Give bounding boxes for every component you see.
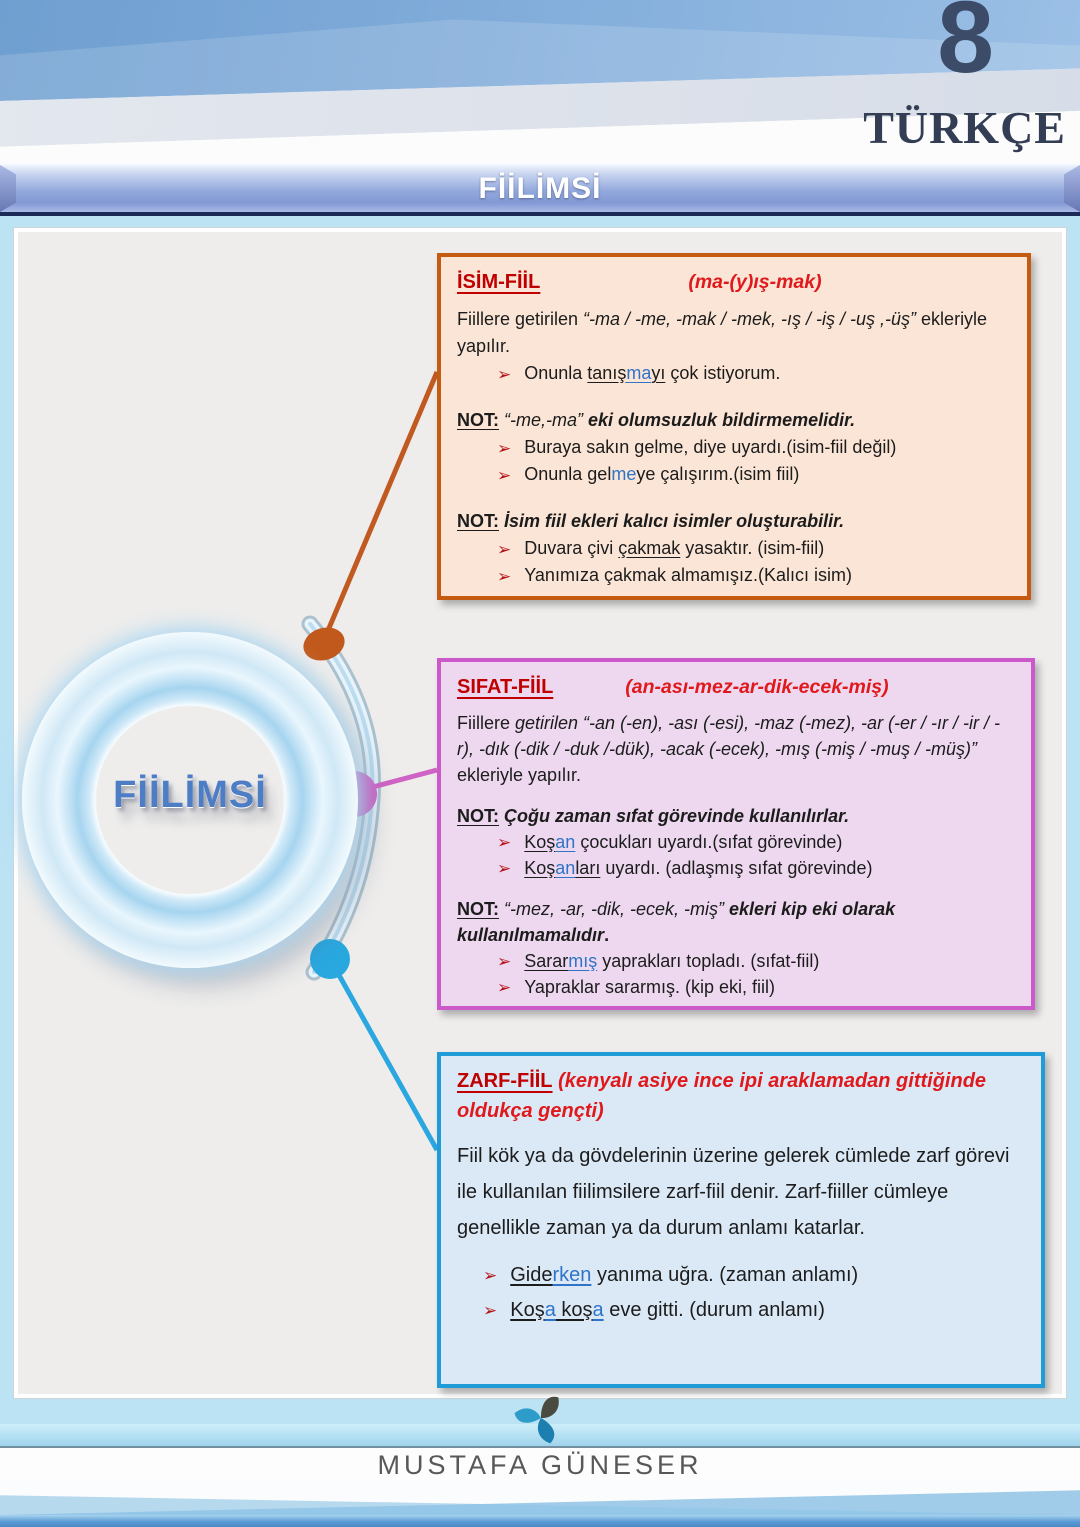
isim-fiil-bullet-line: ➢Onunla gelmeye çalışırım.(isim fiil) [457, 461, 1011, 488]
isim-fiil-p-line: Fiillere getirilen “-ma / -me, -mak / -m… [457, 309, 988, 356]
sifat-fiil-p-line: Fiillere getirilen “-an (-en), -ası (-es… [457, 713, 1001, 785]
bullet-arrow-icon: ➢ [497, 978, 512, 997]
isim-fiil-note-line: NOT: İsim fiil ekleri kalıcı isimler olu… [457, 511, 845, 531]
bullet-arrow-icon: ➢ [497, 540, 512, 559]
bullet-arrow-icon: ➢ [497, 833, 512, 852]
pinwheel-logo-icon [514, 1396, 559, 1444]
zarf-fiil-bullet-line: ➢Koşa koşa eve gitti. (durum anlamı) [457, 1295, 1025, 1325]
sifat-fiil-bullet-line: ➢Koşan çocukları uyardı.(sıfat görevinde… [457, 829, 1015, 855]
sifat-fiil-note-line: NOT: “-mez, -ar, -dik, -ecek, -miş” ekle… [457, 899, 896, 945]
isim-fiil-title-row: İSİM-FİİL (ma-(y)ış-mak) [457, 269, 1011, 296]
node-dot-orange [303, 627, 345, 661]
banner-title: FİİLİMSİ [478, 172, 602, 205]
isim-fiil-bullet-line: ➢Yanımıza çakmak almamışız.(Kalıcı isim) [457, 562, 1011, 589]
zarf-fiil-p-line: Fiil kök ya da gövdelerinin üzerine gele… [457, 1145, 1010, 1239]
node-dot-blue [310, 939, 350, 979]
diagram-ring: FİİLİMSİ [22, 632, 358, 968]
bullet-arrow-icon: ➢ [497, 859, 512, 878]
sifat-fiil-bullet-line: ➢Sararmış yaprakları topladı. (sıfat-fii… [457, 948, 1015, 974]
isim-fiil-box: İSİM-FİİL (ma-(y)ış-mak) Fiillere getirile… [437, 253, 1031, 600]
zarf-fiil-title-line: ZARF-FİİL (kenyalı asiye ince ipi arakla… [457, 1070, 987, 1122]
zarf-fiil-box: ZARF-FİİL (kenyalı asiye ince ipi arakla… [437, 1052, 1045, 1388]
grade-number: 8 [937, 0, 994, 94]
diagram-label: FİİLİMSİ [113, 774, 267, 816]
zarf-fiil-bullet-line: ➢Giderken yanıma uğra. (zaman anlamı) [457, 1260, 1025, 1290]
sifat-fiil-note-line: NOT: Çoğu zaman sıfat görevinde kullanıl… [457, 806, 850, 826]
bullet-arrow-icon: ➢ [497, 952, 512, 971]
footer-brand-strip: MUSTAFA GÜNESER [0, 1448, 1080, 1482]
footer-band: MUSTAFA GÜNESER [0, 1424, 1080, 1527]
bullet-arrow-icon: ➢ [483, 1301, 498, 1320]
sifat-fiil-title: SIFAT-FİİL [457, 676, 554, 698]
isim-fiil-bullet-line: ➢Duvara çivi çakmak yasaktır. (isim-fiil… [457, 535, 1011, 562]
title-banner: FİİLİMSİ [0, 163, 1080, 216]
isim-fiil-suffix-note: (ma-(y)ış-mak) [688, 271, 822, 293]
footer-diagonal-strip [0, 1482, 1080, 1515]
brand-name: MUSTAFA GÜNESER [377, 1450, 703, 1480]
bullet-arrow-icon: ➢ [497, 365, 512, 384]
isim-fiil-bullet-line: ➢Onunla tanışmayı çok istiyorum. [457, 360, 1011, 387]
connector-line-zarf-fiil [327, 957, 440, 1152]
logo-petal-blue1 [514, 1408, 541, 1423]
bullet-arrow-icon: ➢ [483, 1266, 498, 1285]
sifat-fiil-bullet-line: ➢Koşanları uyardı. (adlaşmış sıfat görev… [457, 855, 1015, 881]
bullet-arrow-icon: ➢ [497, 466, 512, 485]
sifat-fiil-suffix-note: (an-ası-mez-ar-dik-ecek-miş) [625, 676, 889, 698]
sifat-fiil-bullet-line: ➢Yapraklar sararmış. (kip eki, fiil) [457, 974, 1015, 1000]
logo-petal-blue2 [537, 1418, 555, 1444]
bullet-arrow-icon: ➢ [497, 567, 512, 586]
content-panel: FİİLİMSİ İSİM-FİİL (ma-(y)ış-mak) Fiillere… [14, 228, 1066, 1398]
isim-fiil-bullet-line: ➢Buraya sakın gelme, diye uyardı.(isim-f… [457, 434, 1011, 461]
sifat-fiil-title-row: SIFAT-FİİL (an-ası-mez-ar-dik-ecek-miş) [457, 674, 1015, 700]
footer-bottom-bar [0, 1515, 1080, 1527]
header-band: 8 TÜRKÇE [0, 0, 1080, 163]
connector-line-isim-fiil [321, 371, 440, 641]
subject-title: TÜRKÇE [863, 102, 1066, 153]
isim-fiil-title: İSİM-FİİL [457, 271, 541, 293]
content-frame: FİİLİMSİ İSİM-FİİL (ma-(y)ış-mak) Fiillere… [0, 216, 1080, 1424]
connector-line-sifat-fiil [353, 767, 438, 795]
bullet-arrow-icon: ➢ [497, 439, 512, 458]
isim-fiil-note-line: NOT: “-me,-ma” eki olumsuzluk bildirmeme… [457, 410, 856, 430]
sifat-fiil-box: SIFAT-FİİL (an-ası-mez-ar-dik-ecek-miş) Fi… [437, 658, 1035, 1010]
logo-petal-dark [540, 1396, 559, 1419]
